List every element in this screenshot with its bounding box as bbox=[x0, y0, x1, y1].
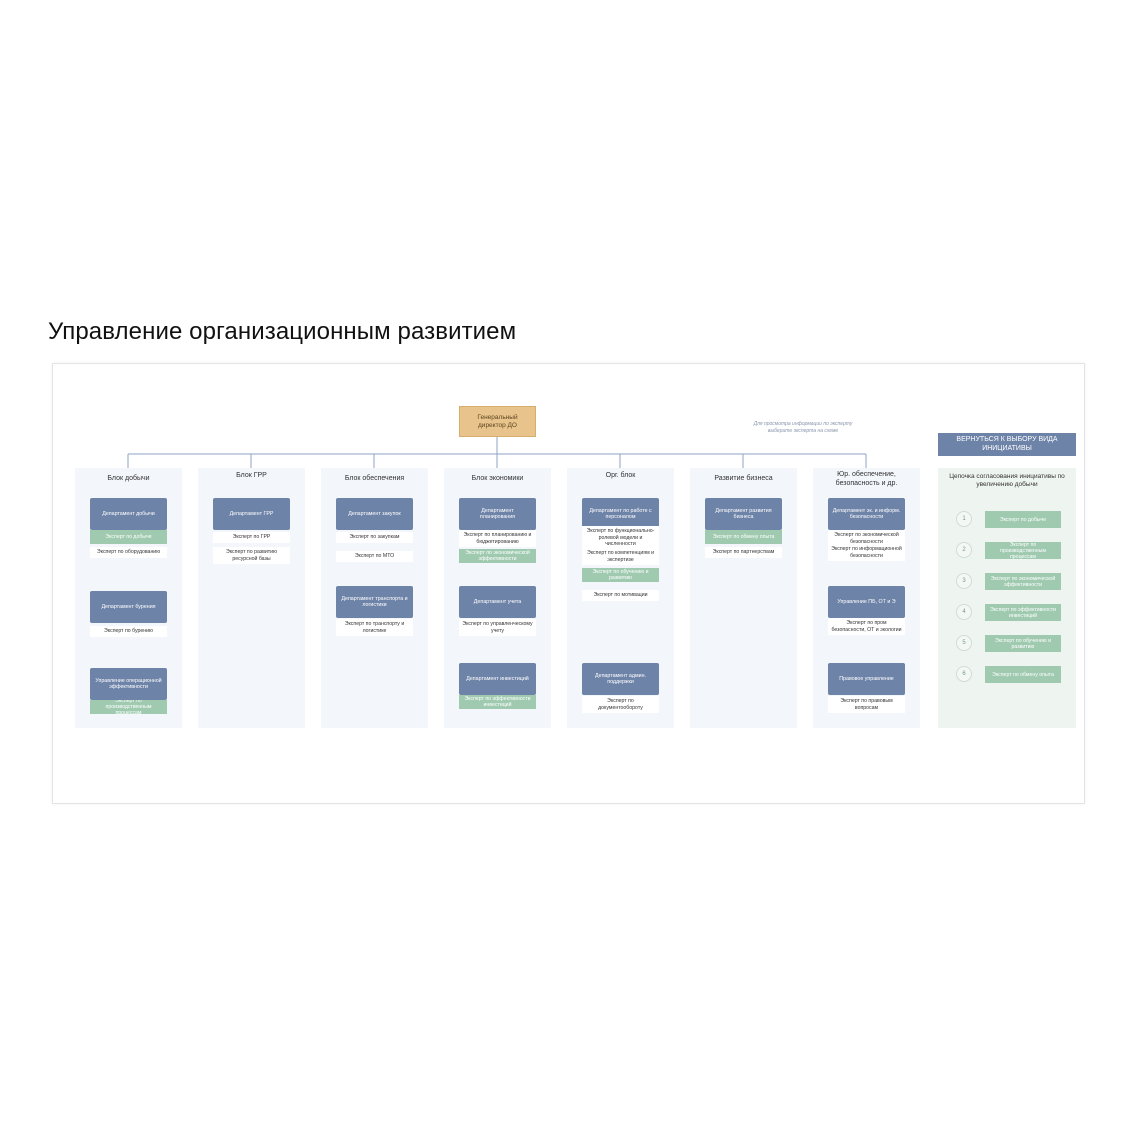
block-title: Юр. обеспечение, безопасность и др. bbox=[835, 471, 898, 487]
expert-planning-budgeting[interactable]: Эксперт по планированию и бюджетированию bbox=[459, 530, 536, 547]
ceo-node[interactable]: Генеральный директор ДО bbox=[459, 406, 536, 437]
expert-grr[interactable]: Эксперт по ГРР bbox=[213, 532, 290, 543]
step-number: 2 bbox=[956, 542, 972, 558]
dept-accounting[interactable]: Департамент учета bbox=[459, 586, 536, 618]
dept-admin-support[interactable]: Департамент админ. поддержки bbox=[582, 663, 659, 695]
back-to-initiative-type-button[interactable]: ВЕРНУТЬСЯ К ВЫБОРУ ВИДА ИНИЦИАТИВЫ bbox=[938, 433, 1076, 456]
block-org: Орг. блок Департамент по работе с персон… bbox=[567, 468, 674, 728]
step-number: 6 bbox=[956, 666, 972, 682]
block-legal-security: Юр. обеспечение, безопасность и др. Депа… bbox=[813, 468, 920, 728]
dept-industrial-safety[interactable]: Управление ПБ, ОТ и Э bbox=[828, 586, 905, 618]
expert-legal[interactable]: Эксперт по правовым вопросам bbox=[828, 696, 905, 713]
step-expert-experience-exchange[interactable]: Эксперт по обмену опыта bbox=[985, 666, 1061, 683]
expert-equipment[interactable]: Эксперт по оборудованию bbox=[90, 547, 167, 558]
block-grr: Блок ГРР Департамент ГРР Эксперт по ГРР … bbox=[198, 468, 305, 728]
expert-training[interactable]: Эксперт по обучению и развитию bbox=[582, 568, 659, 582]
block-title: Орг. блок bbox=[605, 472, 636, 479]
dept-investments[interactable]: Департамент инвестиций bbox=[459, 663, 536, 695]
dept-legal[interactable]: Правовое управление bbox=[828, 663, 905, 695]
dept-grr[interactable]: Департамент ГРР bbox=[213, 498, 290, 530]
block-business-development: Развитие бизнеса Департамент развития би… bbox=[690, 468, 797, 728]
expert-procurement[interactable]: Эксперт по закупкам bbox=[336, 532, 413, 543]
expert-information-security[interactable]: Эксперт по информационной безопасности bbox=[828, 544, 905, 561]
approval-chain-panel: Цепочка согласования инициативы по увели… bbox=[938, 468, 1076, 728]
dept-operational-efficiency[interactable]: Управление операционной эффективности bbox=[90, 668, 167, 700]
expert-drilling[interactable]: Эксперт по бурению bbox=[90, 626, 167, 637]
block-economics: Блок экономики Департамент планирования … bbox=[444, 468, 551, 728]
expert-industrial-safety[interactable]: Эксперт по пром безопасности, ОТ и эколо… bbox=[828, 618, 905, 635]
block-title: Блок добычи bbox=[107, 475, 150, 482]
block-production: Блок добычи Департамент добычи Эксперт п… bbox=[75, 468, 182, 728]
expert-document-flow[interactable]: Эксперт по документообороту bbox=[582, 696, 659, 713]
block-supply: Блок обеспечения Департамент закупок Экс… bbox=[321, 468, 428, 728]
step-expert-production-processes[interactable]: Эксперт по производственным процессам bbox=[985, 542, 1061, 559]
page-title: Управление организационным развитием bbox=[48, 318, 517, 345]
dept-business-development[interactable]: Департамент развития бизнеса bbox=[705, 498, 782, 530]
expert-economic-efficiency[interactable]: Эксперт по экономической эффективности bbox=[459, 549, 536, 563]
dept-security[interactable]: Департамент эк. и информ. безопасности bbox=[828, 498, 905, 530]
dept-planning[interactable]: Департамент планирования bbox=[459, 498, 536, 530]
expert-motivation[interactable]: Эксперт по мотивации bbox=[582, 590, 659, 601]
step-expert-production[interactable]: Эксперт по добыче bbox=[985, 511, 1061, 528]
expert-economic-security[interactable]: Эксперт по экономической безопасности bbox=[828, 530, 905, 547]
block-title: Развитие бизнеса bbox=[714, 475, 773, 482]
step-expert-economic-efficiency[interactable]: Эксперт по экономической эффективности bbox=[985, 573, 1061, 590]
block-title: Блок экономики bbox=[471, 475, 524, 482]
expert-mto[interactable]: Эксперт по МТО bbox=[336, 551, 413, 562]
expert-transport-logistics[interactable]: Эксперт по транспорту и логистике bbox=[336, 619, 413, 636]
dept-drilling[interactable]: Департамент бурения bbox=[90, 591, 167, 623]
approval-chain-title: Цепочка согласования инициативы по увели… bbox=[949, 473, 1065, 488]
step-expert-investment-efficiency[interactable]: Эксперт по эффективности инвестиций bbox=[985, 604, 1061, 621]
org-chart-frame: Генеральный директор ДО Для просмотра ин… bbox=[52, 363, 1085, 804]
dept-hr[interactable]: Департамент по работе с персоналом bbox=[582, 498, 659, 530]
expert-production[interactable]: Эксперт по добыче bbox=[90, 530, 167, 544]
expert-role-model[interactable]: Эксперт по функционально-ролевой модели … bbox=[582, 526, 659, 550]
expert-resource-base[interactable]: Эксперт по развитию ресурсной базы bbox=[213, 547, 290, 564]
expert-investment-efficiency[interactable]: Эксперт по эффективности инвестиций bbox=[459, 695, 536, 709]
expert-management-accounting[interactable]: Эксперт по управленческому учету bbox=[459, 619, 536, 636]
expert-experience-exchange[interactable]: Эксперт по обмену опыта bbox=[705, 530, 782, 544]
step-number: 5 bbox=[956, 635, 972, 651]
hint-text: Для просмотра информации по эксперту выб… bbox=[753, 421, 853, 434]
expert-production-processes[interactable]: Эксперт по производственным процессам bbox=[90, 700, 167, 714]
step-number: 3 bbox=[956, 573, 972, 589]
dept-production[interactable]: Департамент добычи bbox=[90, 498, 167, 530]
dept-transport-logistics[interactable]: Департамент транспорта и логистики bbox=[336, 586, 413, 618]
expert-partnerships[interactable]: Эксперт по партнерствам bbox=[705, 547, 782, 558]
block-title: Блок ГРР bbox=[236, 472, 267, 479]
expert-competencies[interactable]: Эксперт по компетенциям и экспертизе bbox=[582, 548, 659, 565]
block-title: Блок обеспечения bbox=[344, 475, 405, 482]
step-number: 4 bbox=[956, 604, 972, 620]
step-number: 1 bbox=[956, 511, 972, 527]
step-expert-training[interactable]: Эксперт по обучению и развитию bbox=[985, 635, 1061, 652]
dept-procurement[interactable]: Департамент закупок bbox=[336, 498, 413, 530]
